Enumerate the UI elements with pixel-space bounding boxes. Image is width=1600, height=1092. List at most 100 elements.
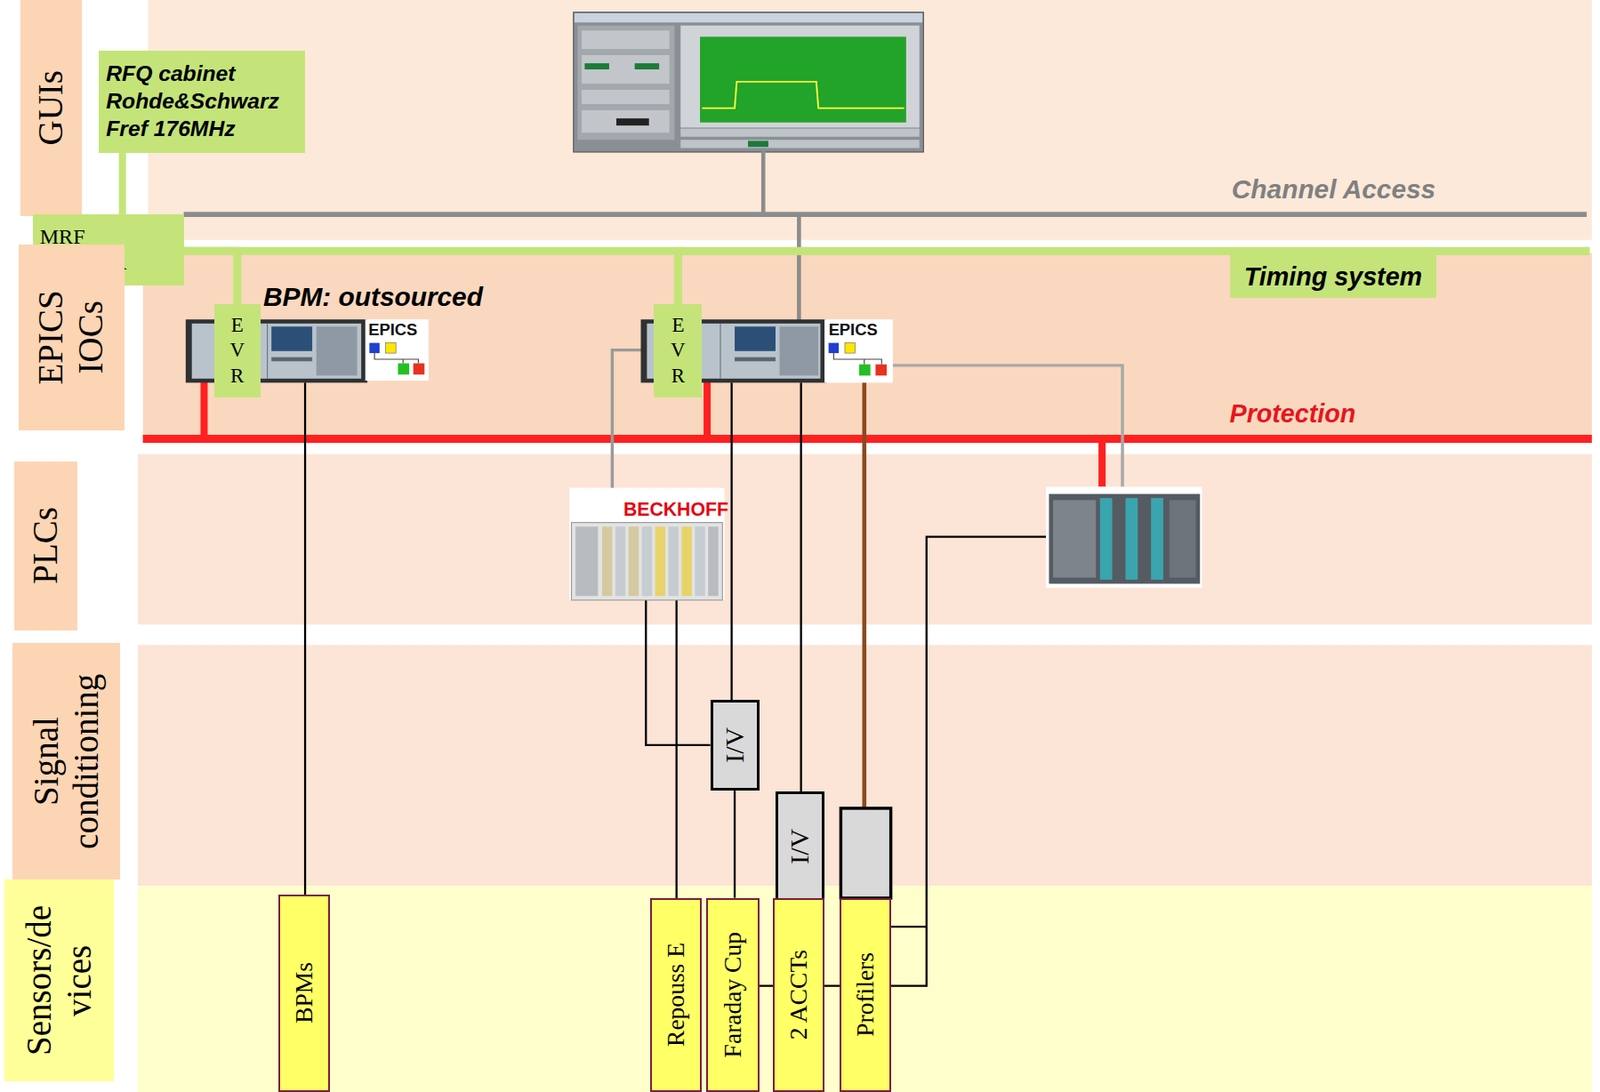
logo-square — [369, 343, 379, 354]
protection-link — [200, 379, 208, 440]
sensor-text: Profilers — [852, 952, 879, 1038]
logo-line — [863, 359, 865, 365]
row-label-text: Signal conditioning — [26, 649, 107, 874]
logo-line — [833, 353, 882, 365]
bus-title: Timing system — [1230, 255, 1438, 298]
bus-label: Channel Access — [1231, 174, 1436, 205]
box-text: E V R — [225, 313, 249, 390]
crate-module — [271, 357, 313, 362]
timing-bus — [678, 247, 1591, 256]
plc-module — [1169, 499, 1197, 578]
sensor-text: Repouss E — [662, 942, 690, 1047]
timing-link — [119, 152, 127, 215]
bus-title-text: Timing system — [1244, 261, 1423, 292]
logo-square — [875, 364, 887, 377]
signal-wire — [891, 925, 927, 928]
logo-square — [828, 343, 839, 354]
plot-frame — [680, 25, 919, 129]
row-label: Signal conditioning — [12, 643, 121, 880]
logo-square — [397, 363, 410, 376]
crate-module — [734, 357, 776, 362]
bus-label: Protection — [1230, 399, 1357, 429]
source-box: RFQ cabinet Rohde&Schwarz Fref 176MHz — [98, 50, 305, 153]
logo-text: EPICS — [828, 320, 878, 340]
receiver-box: E V R — [653, 304, 702, 399]
plot-area — [699, 36, 907, 122]
terminal — [694, 526, 705, 596]
panel-field — [616, 118, 650, 126]
row-label: Sensors/de vices — [4, 879, 115, 1082]
brand-logo: BECKHOFF — [623, 498, 729, 521]
protection-bus — [143, 434, 1592, 443]
crate-module — [316, 326, 358, 376]
ioc-crate — [185, 319, 368, 383]
sensor-box: 2 ACCTs — [772, 898, 826, 1092]
timing-link — [184, 250, 238, 305]
row-label-text: PLCs — [25, 506, 66, 585]
gui-screenshot — [573, 12, 925, 153]
receiver-box: E V R — [214, 304, 261, 399]
gui-band — [147, 0, 1592, 241]
row-label: PLCs — [14, 461, 78, 631]
row-label: GUIs — [20, 0, 82, 217]
status-bar — [680, 128, 919, 137]
plc-card — [1045, 486, 1203, 588]
signal-wire — [675, 600, 678, 899]
sensor-box: Profilers — [839, 898, 891, 1092]
protection-link — [703, 379, 711, 440]
crate-module — [271, 326, 313, 352]
box-text: RFQ cabinet Rohde&Schwarz Fref 176MHz — [105, 60, 298, 143]
channel-access-bus — [184, 211, 1588, 218]
ioc-band — [143, 253, 1592, 440]
terminal — [707, 526, 718, 596]
status-bar — [680, 139, 919, 148]
protection-link — [1098, 438, 1106, 487]
logo-text: EPICS — [368, 320, 418, 340]
slot-divider — [719, 323, 721, 379]
box-text: I/V — [785, 828, 815, 865]
converter-box: I/V — [775, 791, 825, 901]
plc-link — [891, 365, 1123, 488]
row-label-text: EPICS IOCs — [31, 250, 112, 425]
sensor-text: Faraday Cup — [719, 932, 747, 1058]
signal-wire — [730, 382, 732, 700]
sensor-band — [137, 885, 1592, 1092]
siemens-plc — [1048, 493, 1200, 584]
window-titlebar — [574, 13, 923, 23]
sensor-box: BPMs — [278, 894, 330, 1092]
epics-logo — [365, 319, 429, 381]
slot-divider — [266, 323, 268, 379]
ca-link — [796, 214, 802, 325]
plc-module — [1150, 498, 1164, 580]
logo-square — [844, 343, 855, 354]
section-note: BPM: outsourced — [263, 281, 483, 313]
profiler-cable — [861, 379, 867, 809]
row-label-text: GUIs — [31, 70, 72, 146]
terminal — [575, 526, 598, 596]
logo-square — [413, 363, 426, 376]
logo-square — [385, 343, 396, 354]
box-text: E V R — [667, 313, 690, 390]
converter-box: I/V — [710, 699, 760, 791]
plc-module — [1100, 498, 1113, 580]
terminal — [602, 526, 612, 596]
crate-module — [734, 326, 776, 352]
plot-trace — [701, 81, 904, 109]
logo-line — [402, 359, 404, 364]
panel-widget — [581, 55, 670, 84]
logo-line — [374, 353, 419, 363]
plc-module — [1053, 499, 1096, 578]
panel-widget — [581, 30, 670, 49]
beckhoff-terminals — [571, 522, 724, 601]
status-field — [747, 140, 769, 147]
panel-widget — [581, 89, 670, 105]
control-panel — [577, 25, 675, 141]
terminal — [667, 526, 678, 596]
signal-wire — [800, 382, 803, 792]
terminal — [642, 526, 652, 596]
row-label-text: Sensors/de vices — [19, 885, 100, 1076]
terminal — [681, 526, 692, 596]
